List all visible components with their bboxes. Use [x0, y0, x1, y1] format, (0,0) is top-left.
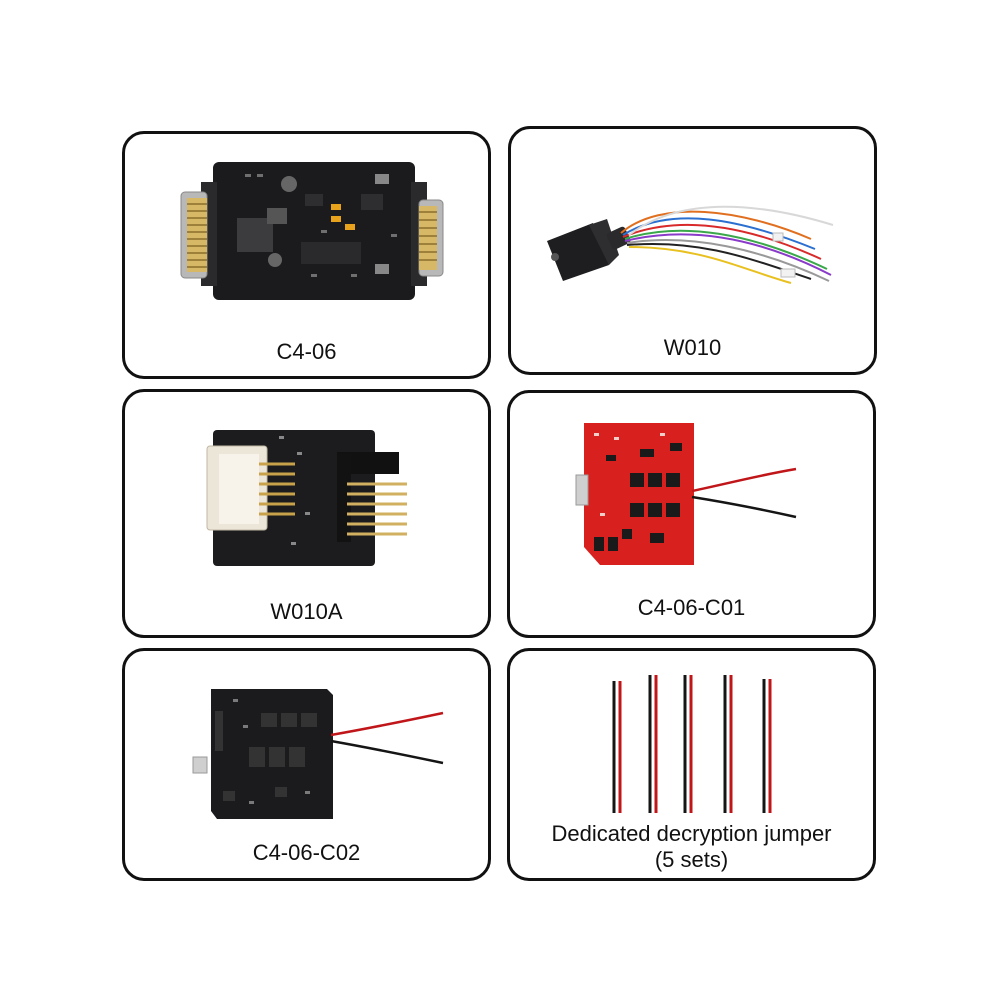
- product-card-c4-06-c01: C4-06-C01: [507, 390, 876, 638]
- product-card-c4-06-c02: C4-06-C02: [122, 648, 491, 881]
- product-label: C4-06-C01: [637, 595, 746, 620]
- product-card-w010: W010: [508, 126, 877, 375]
- c4-06-c01-board-image: [575, 423, 797, 565]
- jumper-wires-image: [612, 675, 772, 813]
- product-card-w010a: W010A: [122, 389, 491, 638]
- c4-06-c02-board-image: [192, 689, 444, 819]
- product-label: C4-06: [276, 339, 337, 364]
- product-label: W010A: [270, 599, 343, 624]
- product-card-c4-06: C4-06: [122, 131, 491, 379]
- product-card-decryption-jumper: Dedicated decryption jumper (5 sets): [507, 648, 876, 881]
- product-label: Dedicated decryption jumper (5 sets): [551, 821, 832, 872]
- product-label: C4-06-C02: [252, 840, 361, 865]
- product-label: W010: [663, 335, 722, 360]
- w010a-board-image: [206, 430, 407, 566]
- w010-cable-image: [547, 205, 834, 284]
- c4-06-board-image: [180, 162, 444, 300]
